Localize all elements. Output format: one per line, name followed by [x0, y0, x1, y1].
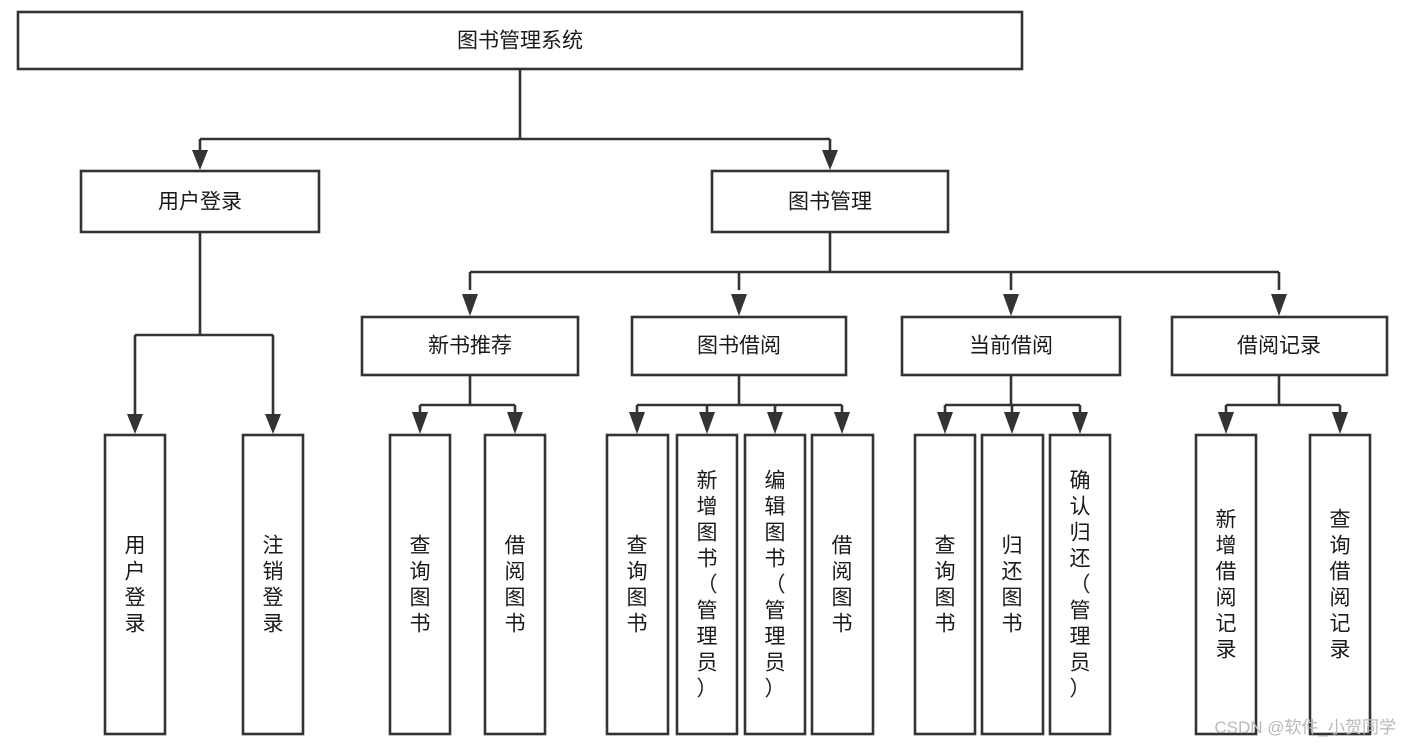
node-book-manage-label: 图书管理 — [788, 191, 872, 214]
leaf-node-borrow-book-2-label: 借阅图书 — [832, 534, 853, 635]
arrow-book-manage-to-borrow-record — [1271, 294, 1287, 316]
leaf-node-user-login[interactable]: 用户登录 — [103, 433, 167, 736]
arrow-record-to-query-record — [1332, 412, 1348, 434]
leaf-node-add-book-box — [675, 433, 739, 736]
arrow-borrow-to-edit-book — [767, 412, 783, 434]
arrow-recommend-to-query-book — [412, 412, 428, 434]
arrow-book-manage-to-current-borrow — [1003, 294, 1019, 316]
node-new-book-recommend[interactable]: 新书推荐 — [360, 315, 580, 377]
arrow-record-to-add-record — [1218, 412, 1234, 434]
node-book-borrow-label: 图书借阅 — [697, 335, 781, 358]
node-user-login-label: 用户登录 — [158, 191, 242, 214]
node-borrow-record-box — [1170, 315, 1389, 377]
node-current-borrow-box — [900, 315, 1122, 377]
leaf-node-logout-label: 注销登录 — [263, 534, 284, 635]
node-borrow-record-label: 借阅记录 — [1237, 335, 1321, 358]
leaf-node-add-record-label: 新增借阅记录 — [1216, 508, 1237, 661]
leaf-node-query-record-box — [1308, 433, 1372, 736]
leaf-node-borrow-book-2-box — [810, 433, 875, 736]
leaf-node-query-book-1-box — [388, 433, 452, 736]
leaf-node-add-record[interactable]: 新增借阅记录 — [1194, 433, 1258, 736]
node-book-borrow-box — [630, 315, 848, 377]
leaf-node-user-login-box — [103, 433, 167, 736]
connector-book-manage-trunk — [468, 232, 1281, 290]
arrow-user-login-to-leaf-user-login — [127, 414, 143, 434]
connector-current-borrow-trunk — [943, 375, 1082, 418]
leaf-node-logout-box — [241, 433, 305, 736]
leaf-node-query-book-1[interactable]: 查询图书 — [388, 433, 452, 736]
connector-group — [127, 69, 1348, 434]
connector-root-trunk — [198, 69, 832, 156]
leaf-node-edit-book-label: 编辑图书（管理员） — [765, 469, 786, 700]
connector-user-login-trunk — [133, 232, 275, 420]
node-user-login-box — [79, 169, 321, 234]
node-book-manage-box — [710, 169, 950, 234]
csdn-watermark: CSDN @软件_小贺同学 — [1214, 718, 1396, 737]
leaf-node-return-book-box — [980, 433, 1045, 736]
arrow-current-to-return-book — [1004, 412, 1020, 434]
arrow-borrow-to-add-book — [699, 412, 715, 434]
leaf-node-confirm-return-label: 确认归还（管理员） — [1070, 469, 1091, 700]
leaf-node-query-book-2-box — [605, 433, 670, 736]
leaf-node-edit-book[interactable]: 编辑图书（管理员） — [743, 433, 807, 736]
connector-book-borrow-trunk — [635, 375, 844, 418]
leaf-node-query-book-2[interactable]: 查询图书 — [605, 433, 670, 736]
leaf-node-borrow-book-1-box — [483, 433, 547, 736]
node-root-box — [16, 10, 1024, 71]
leaf-node-return-book-label: 归还图书 — [1002, 534, 1023, 635]
leaf-node-query-book-3-label: 查询图书 — [935, 534, 956, 635]
arrow-current-to-query-book — [937, 412, 953, 434]
leaf-node-add-book[interactable]: 新增图书（管理员） — [675, 433, 739, 736]
arrow-user-login-to-leaf-logout — [265, 414, 281, 434]
leaf-node-confirm-return[interactable]: 确认归还（管理员） — [1048, 433, 1112, 736]
leaf-node-query-book-1-label: 查询图书 — [410, 534, 431, 635]
leaf-node-borrow-book-1-label: 借阅图书 — [505, 534, 526, 635]
leaf-node-query-book-3[interactable]: 查询图书 — [913, 433, 977, 736]
node-root-label: 图书管理系统 — [457, 30, 583, 53]
arrow-recommend-to-borrow-book — [507, 412, 523, 434]
leaf-node-query-book-2-label: 查询图书 — [627, 534, 648, 635]
leaf-node-borrow-book-2[interactable]: 借阅图书 — [810, 433, 875, 736]
arrow-borrow-to-borrow-book — [834, 412, 850, 434]
node-new-book-recommend-box — [360, 315, 580, 377]
node-book-manage[interactable]: 图书管理 — [710, 169, 950, 234]
arrow-root-to-user-login — [192, 150, 208, 170]
connector-new-book-recommend-trunk — [418, 375, 517, 418]
node-root[interactable]: 图书管理系统 — [16, 10, 1024, 71]
arrow-current-to-confirm-return — [1072, 412, 1088, 434]
leaf-node-add-record-box — [1194, 433, 1258, 736]
arrow-root-to-book-manage — [822, 150, 838, 170]
leaf-node-add-book-label: 新增图书（管理员） — [697, 469, 718, 700]
leaf-node-edit-book-box — [743, 433, 807, 736]
arrow-borrow-to-query-book — [629, 412, 645, 434]
node-book-borrow[interactable]: 图书借阅 — [630, 315, 848, 377]
leaf-node-logout[interactable]: 注销登录 — [241, 433, 305, 736]
node-new-book-recommend-label: 新书推荐 — [428, 335, 512, 358]
leaf-node-query-book-3-box — [913, 433, 977, 736]
leaf-node-query-record-label: 查询借阅记录 — [1330, 508, 1351, 661]
node-current-borrow[interactable]: 当前借阅 — [900, 315, 1122, 377]
arrow-book-manage-to-new-book-recommend — [462, 294, 478, 316]
leaf-node-borrow-book-1[interactable]: 借阅图书 — [483, 433, 547, 736]
node-borrow-record[interactable]: 借阅记录 — [1170, 315, 1389, 377]
connector-borrow-record-trunk — [1224, 375, 1342, 418]
node-current-borrow-label: 当前借阅 — [969, 335, 1053, 358]
node-user-login[interactable]: 用户登录 — [79, 169, 321, 234]
arrow-book-manage-to-book-borrow — [731, 294, 747, 316]
leaf-node-return-book[interactable]: 归还图书 — [980, 433, 1045, 736]
leaf-node-query-record[interactable]: 查询借阅记录 — [1308, 433, 1372, 736]
leaf-node-confirm-return-box — [1048, 433, 1112, 736]
leaf-node-user-login-label: 用户登录 — [125, 534, 146, 635]
